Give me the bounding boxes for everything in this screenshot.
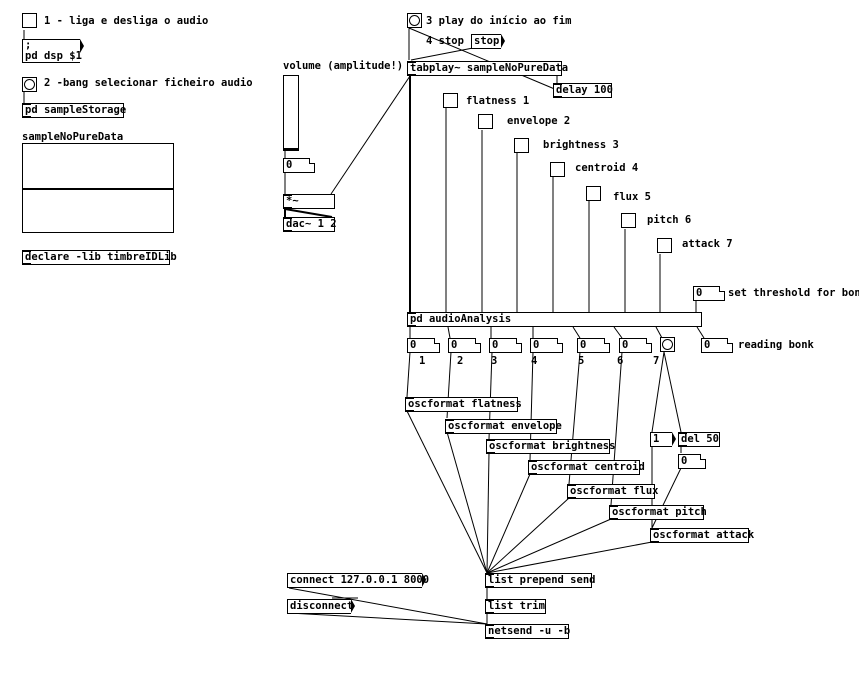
sample-storage-object[interactable]: pd sampleStorage	[22, 103, 126, 118]
output-index-3: 3	[491, 355, 498, 367]
brightness-label: brightness 3	[543, 139, 619, 151]
bang-circle-icon	[662, 339, 673, 350]
array-name-label: sampleNoPureData	[22, 131, 124, 143]
audio-analysis-object[interactable]: pd audioAnalysis	[407, 312, 702, 327]
attack-label: attack 7	[682, 238, 733, 250]
volume-comment: volume (amplitude!)	[283, 60, 404, 72]
output-index-4: 4	[531, 355, 538, 367]
comment-select-file: 2 -bang selecionar ficheiro audio	[44, 77, 253, 89]
oscformat-envelope[interactable]: oscformat envelope	[445, 419, 562, 434]
output-number-4[interactable]: 0	[530, 338, 563, 353]
multiply-signal-object[interactable]: *~	[283, 194, 335, 209]
delay-object[interactable]: delay 100	[553, 83, 613, 98]
oscformat-attack[interactable]: oscformat attack	[650, 528, 754, 543]
reading-number[interactable]: 0	[701, 338, 733, 353]
dac-object[interactable]: dac~ 1 2	[283, 217, 337, 232]
reading-label: reading bonk	[738, 339, 814, 351]
output-number-3[interactable]: 0	[489, 338, 522, 353]
comment-stop: 4 stop	[426, 35, 464, 47]
oscformat-brightness[interactable]: oscformat brightness	[486, 439, 615, 454]
oscformat-flux[interactable]: oscformat flux	[567, 484, 659, 499]
select-file-bang[interactable]	[22, 77, 37, 92]
list-prepend-object[interactable]: list prepend send	[485, 573, 595, 588]
audio-toggle[interactable]	[22, 13, 37, 28]
disconnect-message[interactable]: disconnect	[287, 599, 355, 614]
bang-circle-icon	[24, 79, 35, 90]
centroid-label: centroid 4	[575, 162, 639, 174]
output-index-7: 7	[653, 355, 660, 367]
attack-bang[interactable]	[660, 337, 675, 352]
flux-label: flux 5	[613, 191, 651, 203]
play-bang[interactable]	[407, 13, 422, 28]
threshold-number[interactable]: 0	[693, 286, 725, 301]
threshold-label: set threshold for bonk	[728, 287, 859, 299]
envelope-toggle[interactable]	[478, 114, 493, 129]
oscformat-flatness[interactable]: oscformat flatness	[405, 397, 522, 412]
output-index-5: 5	[578, 355, 585, 367]
output-index-6: 6	[617, 355, 624, 367]
output-number-2[interactable]: 0	[448, 338, 481, 353]
volume-slider-handle	[284, 148, 298, 150]
flatness-toggle[interactable]	[443, 93, 458, 108]
dsp-msg-line2: pd dsp $1	[25, 50, 82, 62]
output-index-1: 1	[419, 355, 426, 367]
envelope-label: envelope 2	[507, 115, 571, 127]
comment-toggle-audio: 1 - liga e desliga o audio	[44, 15, 209, 27]
output-index-2: 2	[457, 355, 464, 367]
declare-object[interactable]: declare -lib timbreIDLib	[22, 250, 177, 265]
comment-play: 3 play do início ao fim	[426, 15, 572, 27]
volume-slider[interactable]	[283, 75, 299, 151]
volume-number[interactable]: 0	[283, 158, 315, 173]
oscformat-centroid[interactable]: oscformat centroid	[528, 460, 645, 475]
dsp-msg-line1: ;	[25, 39, 32, 51]
dsp-message[interactable]: ; pd dsp $1	[22, 39, 84, 63]
array-graph[interactable]	[22, 143, 174, 233]
array-waveform-line	[23, 188, 173, 190]
output-number-5[interactable]: 0	[577, 338, 610, 353]
list-trim-object[interactable]: list trim	[485, 599, 546, 614]
attack-toggle[interactable]	[657, 238, 672, 253]
flux-toggle[interactable]	[586, 186, 601, 201]
tabplay-object[interactable]: tabplay~ sampleNoPureData	[407, 61, 568, 76]
delay-out-number[interactable]: 0	[678, 454, 706, 469]
oscformat-pitch[interactable]: oscformat pitch	[609, 505, 707, 520]
pitch-toggle[interactable]	[621, 213, 636, 228]
output-number-6[interactable]: 0	[619, 338, 652, 353]
connect-message[interactable]: connect 127.0.0.1 8000	[287, 573, 429, 588]
bang-circle-icon	[409, 15, 420, 26]
brightness-toggle[interactable]	[514, 138, 529, 153]
flatness-label: flatness 1	[466, 95, 530, 107]
del50-object[interactable]: del 50	[678, 432, 720, 447]
netsend-object[interactable]: netsend -u -b	[485, 624, 570, 639]
one-message[interactable]: 1	[650, 432, 676, 447]
centroid-toggle[interactable]	[550, 162, 565, 177]
output-number-1[interactable]: 0	[407, 338, 440, 353]
stop-message[interactable]: stop	[471, 34, 505, 49]
pitch-label: pitch 6	[647, 214, 692, 226]
